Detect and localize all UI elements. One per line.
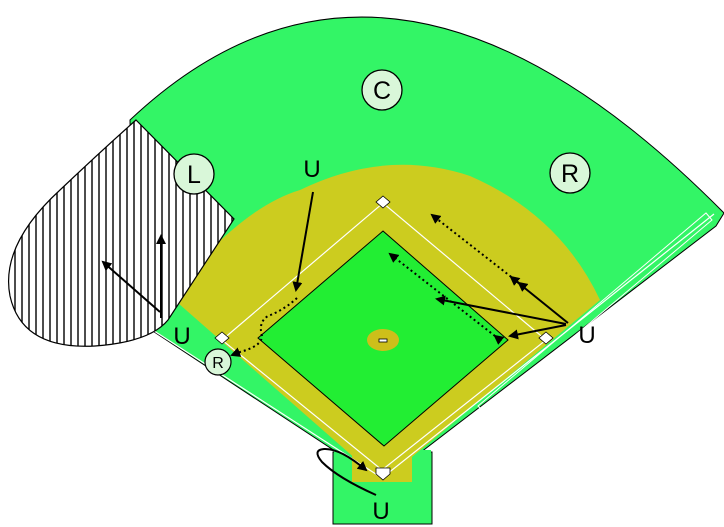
runner: R (204, 348, 232, 376)
left-fielder-label: L (187, 161, 201, 189)
center-fielder-label: C (373, 77, 391, 105)
home-plate (375, 467, 391, 481)
umpire-label-third: U (173, 323, 190, 350)
first-base-foul-line (381, 213, 715, 479)
umpire-label-first: U (578, 322, 595, 349)
dotted-arrow-outfield (430, 213, 529, 292)
first-base (538, 331, 554, 345)
second-base (375, 195, 391, 209)
coach-box-first (477, 212, 713, 413)
third-base (214, 331, 230, 345)
third-base-foul-line (133, 317, 383, 479)
pitchers-rubber (378, 338, 388, 343)
arrow-third-diag (101, 260, 161, 313)
runner-label: R (212, 355, 224, 372)
left-fielder: L (173, 153, 215, 195)
right-fielder-label: R (561, 160, 579, 188)
arrow-first-c (508, 324, 567, 340)
umpire-label-home: U (372, 498, 389, 525)
center-fielder: C (361, 69, 403, 111)
right-fielder: R (549, 152, 591, 194)
home-umpire-loop (316, 447, 377, 496)
umpire-label-infield: U (303, 156, 320, 183)
dotted-path-to-runner (230, 297, 298, 357)
arrow-infield-umpire (292, 191, 314, 292)
dotted-arrow-infield (388, 252, 505, 345)
